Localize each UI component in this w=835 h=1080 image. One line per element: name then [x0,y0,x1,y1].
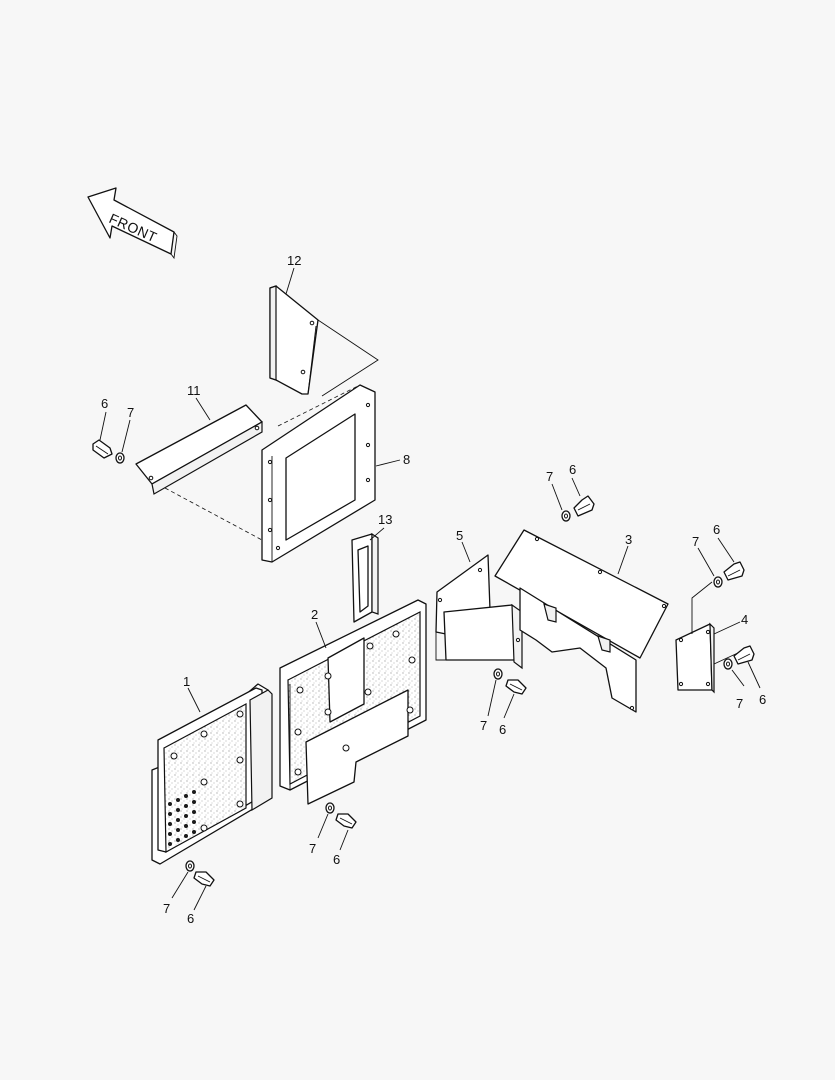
part-12-bracket [269,285,379,397]
washer-7-a [115,452,125,464]
callout-bolt-6-d: 6 [759,692,766,707]
part-1-perforated-panel [151,683,273,865]
washer-7-g [185,860,195,872]
part-11-angle-strip [135,404,263,541]
bolt-6-e [505,679,527,695]
callout-11: 11 [187,383,201,398]
callout-bolt-6-e: 6 [499,722,506,737]
callout-washer-7-g: 7 [163,901,170,916]
front-arrow: FRONT [87,187,178,260]
part-1-holes [170,710,244,832]
callout-13: 13 [378,512,392,527]
callout-1: 1 [183,674,190,689]
washer-7-d [723,658,733,670]
callout-bolt-6-a: 6 [101,396,108,411]
bolt-6-d [733,645,755,665]
part-2-insulated-panel [279,599,427,805]
callout-5: 5 [456,528,463,543]
callout-8: 8 [403,452,410,467]
part-4-plate [675,581,741,694]
part-3-shield [494,529,669,713]
washer-7-b [561,510,571,522]
leader-lines [99,267,761,911]
callout-12: 12 [287,253,301,268]
callout-washer-7-e: 7 [480,718,487,733]
bolt-6-g [193,871,215,887]
callout-washer-7-d: 7 [736,696,743,711]
washer-7-e [493,668,503,680]
washer-7-f [325,802,335,814]
callout-labels: 12 11 8 13 5 3 4 2 1 6 7 6 7 6 7 7 6 7 6… [101,253,766,926]
part-8-panel [261,384,376,563]
part-13-channel [351,532,379,623]
part-5-bracket [435,554,523,670]
callout-washer-7-b: 7 [546,469,553,484]
washer-7-c [713,576,723,588]
callout-bolt-6-g: 6 [187,911,194,926]
bolt-6-c [723,561,745,581]
callout-bolt-6-f: 6 [333,852,340,867]
callout-3: 3 [625,532,632,547]
bolt-6-f [335,813,357,829]
part-2-holes [294,630,416,776]
callout-2: 2 [311,607,318,622]
callout-bolt-6-c: 6 [713,522,720,537]
part-1-perforation-grid [168,790,196,846]
callout-washer-7-c: 7 [692,534,699,549]
callout-washer-7-f: 7 [309,841,316,856]
bolt-6-b [573,495,595,517]
bolt-6-a [92,439,113,459]
callout-4: 4 [741,612,748,627]
callout-washer-7-a: 7 [127,405,134,420]
callout-bolt-6-b: 6 [569,462,576,477]
